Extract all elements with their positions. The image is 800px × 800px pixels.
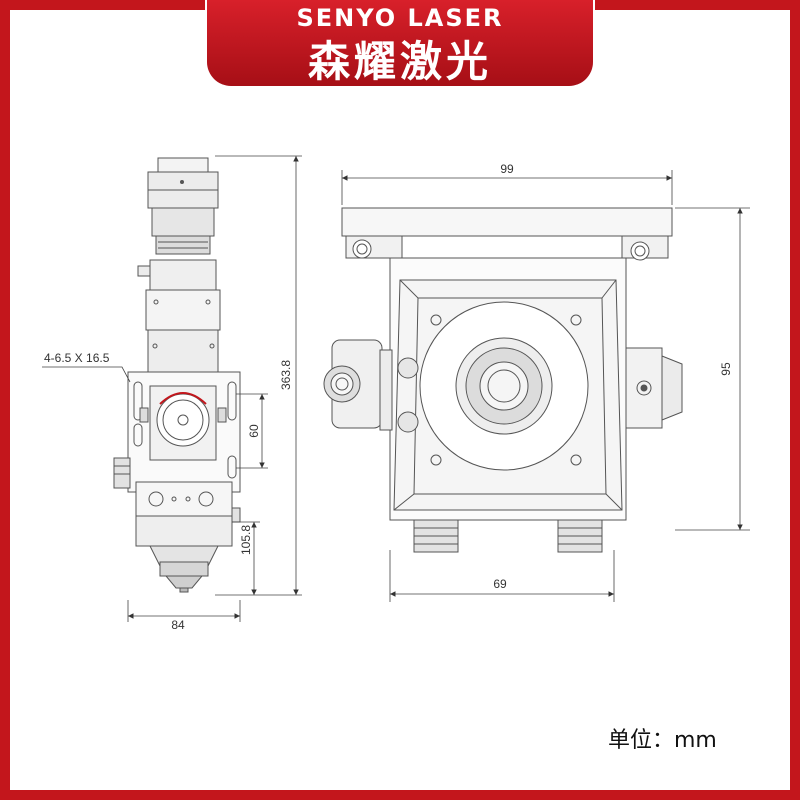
top-view-dimensions bbox=[341, 170, 750, 602]
dim-hole-spec: 4-6.5 X 16.5 bbox=[44, 351, 110, 365]
brand-banner: SENYO LASER 森耀激光 bbox=[205, 0, 595, 88]
dim-base-width: 84 bbox=[171, 618, 185, 632]
dim-side-height: 95 bbox=[719, 362, 733, 376]
dim-bottom-width: 69 bbox=[493, 577, 507, 591]
dim-slot-spacing: 60 bbox=[247, 424, 261, 438]
brand-name-en: SENYO LASER bbox=[296, 4, 504, 32]
dim-top-width: 99 bbox=[500, 162, 514, 176]
dim-lower-height: 105.8 bbox=[239, 525, 253, 555]
top-view bbox=[323, 207, 683, 553]
side-view-dimensions bbox=[42, 155, 302, 622]
dim-total-height: 363.8 bbox=[279, 360, 293, 390]
brand-name-cn: 森耀激光 bbox=[307, 37, 492, 86]
unit-label: 单位：mm bbox=[608, 728, 717, 753]
technical-drawing: 99 95 69 363.8 4-6.5 X 16.5 60 105.8 84 bbox=[42, 155, 750, 632]
drawing-frame: 99 95 69 363.8 4-6.5 X 16.5 60 105.8 84 … bbox=[10, 10, 790, 790]
side-view bbox=[113, 157, 241, 593]
